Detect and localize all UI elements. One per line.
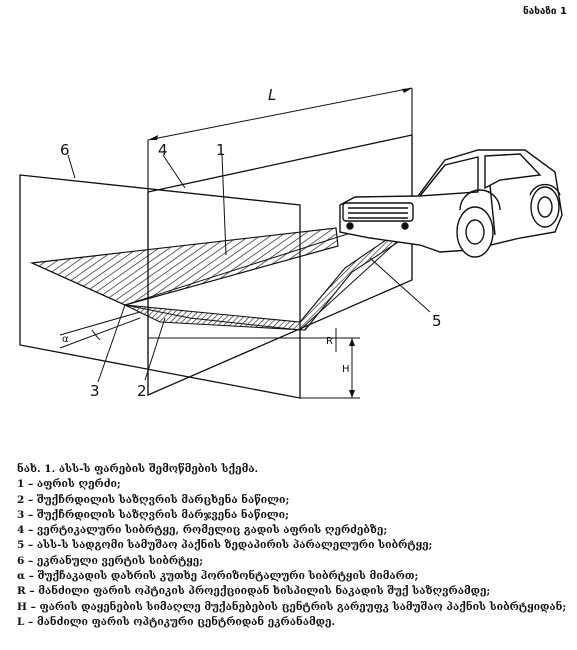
legend-item: 3 – შუქჩრდილის საზღვრის მარჯვენა ნაწილი; — [17, 508, 289, 521]
label-1: 1 — [216, 141, 226, 159]
label-5: 5 — [432, 312, 442, 330]
legend-item: R – მანძილი ფარის ოპტიკის პროექციიდან ხი… — [17, 585, 491, 598]
legend-item: 4 – ვერტიკალური სიბრტყე, რომელიც გადის ა… — [17, 524, 388, 537]
legend-item: 5 – ასს-ს სადგომი სამუშაო პაქნის ზედაპირ… — [17, 539, 433, 552]
legend-caption: ნახ. 1. ასს-ს ფარების შემოწმების სქემა. — [17, 463, 259, 475]
dimension-L — [147, 87, 413, 141]
label-2: 2 — [137, 382, 147, 400]
label-6: 6 — [60, 141, 70, 159]
light-beam-upper — [29, 227, 339, 306]
legend-item: α – შუქჩაკადის დახრის კუთხე ჰორიზონტალურ… — [17, 570, 419, 583]
figure-number-label: ნახაზი 1 — [522, 6, 567, 17]
legend-item: 2 – შუქჩრდილის საზღვრის მარცხენა ნაწილი; — [17, 493, 290, 506]
legend-item: 1 – აფრის ღერძი; — [17, 478, 121, 491]
legend-item: H – ფარის დაყენების სიმაღლე მუქანებების … — [17, 600, 567, 613]
headlight-check-diagram: 6 4 1 L 5 3 2 α R H — [19, 86, 563, 400]
figure-legend: ნახ. 1. ასს-ს ფარების შემოწმების სქემა. … — [17, 462, 567, 630]
label-R: R — [326, 336, 333, 347]
label-4: 4 — [158, 141, 168, 159]
label-L: L — [268, 86, 276, 104]
label-H: H — [342, 364, 350, 375]
legend-item: L – მანძილი ფარის ოპტიკური ცენტრიდან ეკრ… — [17, 615, 336, 628]
label-alpha: α — [62, 334, 69, 345]
legend-item: 6 – ეკრანული ვერტის სიბრტყე; — [17, 554, 204, 567]
label-3: 3 — [90, 382, 100, 400]
car-illustration — [339, 149, 563, 258]
